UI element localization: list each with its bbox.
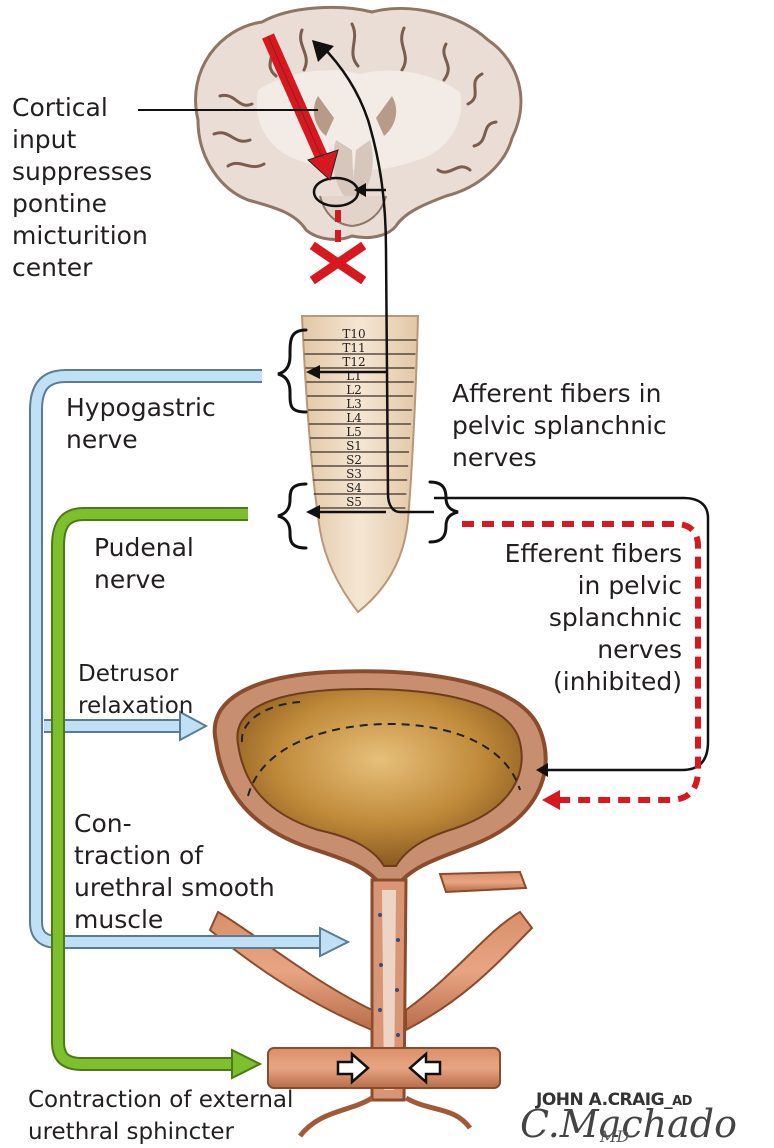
- urethral-smooth-muscle-label: Con- traction of urethral smooth muscle: [74, 808, 275, 936]
- detrusor-relaxation-label: Detrusor relaxation: [78, 658, 193, 722]
- pudendal-nerve-label: Pudenal nerve: [94, 532, 194, 596]
- afferent-fibers-label: Afferent fibers in pelvic splanchnic ner…: [452, 378, 667, 474]
- signature-suffix: MD: [600, 1130, 629, 1144]
- hypogastric-nerve-label: Hypogastric nerve: [66, 392, 216, 456]
- efferent-fibers-label: Efferent fibers in pelvic splanchnic ner…: [505, 538, 682, 698]
- external-sphincter-label: Contraction of external urethral sphinct…: [28, 1084, 293, 1148]
